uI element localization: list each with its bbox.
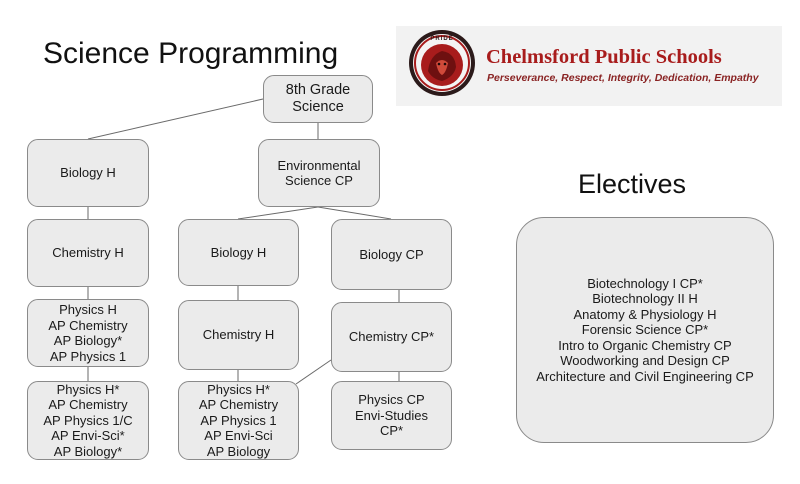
node-line: AP Chemistry <box>48 397 128 413</box>
node-line: AP Envi-Sci* <box>51 428 125 444</box>
elective-item: Woodworking and Design CP <box>560 353 730 369</box>
elective-item: Intro to Organic Chemistry CP <box>558 337 732 353</box>
node-line: CP* <box>379 423 404 439</box>
node-line: Physics H <box>59 302 117 317</box>
school-logo-banner: PRIDE Chelmsford Public Schools Persever… <box>396 26 782 106</box>
connector-env-mid-biology <box>237 206 319 220</box>
node-line: Science CP <box>285 173 353 188</box>
node-line: Physics H* <box>207 381 270 397</box>
node-line: Physics CP <box>358 392 425 408</box>
node-chemistry-cp: Chemistry CP* <box>331 302 452 372</box>
seal-lettering: PRIDE <box>430 36 453 42</box>
elective-item: Architecture and Civil Engineering CP <box>536 368 754 384</box>
node-line: Envi-Studies <box>355 407 428 423</box>
connector-env-biology-cp <box>317 206 392 220</box>
node-chemistry-h: Chemistry H <box>27 219 149 287</box>
node-line: AP Envi-Sci <box>204 428 273 444</box>
node-line: 8th Grade <box>285 82 351 98</box>
node-biology-h: Biology H <box>27 139 149 207</box>
elective-item: Biotechnology I CP* <box>587 275 703 291</box>
connector-root-biology <box>87 98 264 140</box>
node-line: Biology H <box>60 165 116 181</box>
node-environmental-science-cp: Environmental Science CP <box>258 139 380 207</box>
node-biology-cp: Biology CP <box>331 219 452 290</box>
elective-item: Anatomy & Physiology H <box>573 306 717 322</box>
page-title: Science Programming <box>43 37 339 70</box>
electives-list: Biotechnology I CP* Biotechnology II H A… <box>516 217 774 443</box>
node-line: Science <box>292 99 344 115</box>
node-line: AP Biology <box>206 443 271 459</box>
node-line: Biology H <box>210 244 267 260</box>
node-line: Biology CP <box>359 246 424 262</box>
node-line: AP Chemistry <box>48 317 128 333</box>
node-line: AP Physics 1 <box>49 348 127 364</box>
electives-heading: Electives <box>578 169 687 199</box>
connector-chemistry-cp-physics-h <box>295 359 332 385</box>
node-mid-physics-h-ap-group: Physics H* AP Chemistry AP Physics 1 AP … <box>178 381 299 460</box>
node-line: AP Biology* <box>53 443 123 459</box>
node-mid-chemistry-h: Chemistry H <box>178 300 299 370</box>
node-line: Chemistry H <box>202 327 275 343</box>
node-line: Physics H* <box>56 381 120 397</box>
elective-item: Forensic Science CP* <box>581 322 709 338</box>
node-line: Chemistry H <box>52 245 124 261</box>
node-line: Environmental <box>277 157 361 173</box>
node-line: Chemistry CP* <box>348 329 435 345</box>
node-physics-h-star-ap-group: Physics H* AP Chemistry AP Physics 1/C A… <box>27 381 149 460</box>
node-line: AP Physics 1 <box>200 412 277 428</box>
node-physics-h-ap-group: Physics H AP Chemistry AP Biology* AP Ph… <box>27 299 149 367</box>
node-8th-grade-science: 8th Grade Science <box>263 75 373 123</box>
elective-item: Biotechnology II H <box>592 291 698 307</box>
school-seal-icon: PRIDE <box>409 30 475 96</box>
school-name: Chelmsford Public Schools <box>486 46 722 68</box>
node-line: AP Physics 1/C <box>43 412 133 428</box>
node-line: AP Biology* <box>53 333 123 348</box>
node-mid-biology-h: Biology H <box>178 219 299 286</box>
node-physics-cp-envi-studies: Physics CP Envi-Studies CP* <box>331 381 452 450</box>
node-line: AP Chemistry <box>198 397 279 413</box>
school-motto: Perseverance, Respect, Integrity, Dedica… <box>487 72 759 84</box>
